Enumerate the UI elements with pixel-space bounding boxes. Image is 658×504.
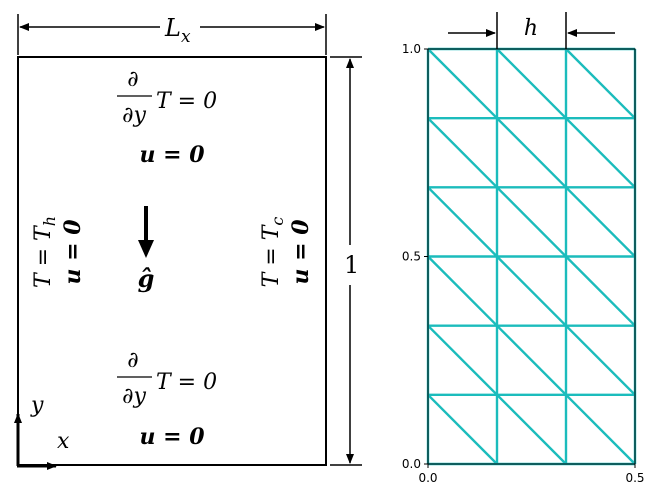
mesh-diagonal-line — [565, 255, 636, 327]
gravity-arrow-head — [138, 240, 154, 258]
mesh-diagonal-line — [427, 393, 498, 465]
top-bc-expression: T = 0 — [156, 89, 217, 114]
bottom-bc-denominator: ∂y — [122, 384, 146, 409]
mesh-ticks: 0.0 0.5 1.0 0.0 0.5 — [402, 42, 645, 485]
top-bc-denominator: ∂y — [122, 103, 146, 128]
mesh-diagonal-line — [427, 117, 498, 189]
mesh-diagonal-line — [565, 324, 636, 396]
mesh-diagonal-line — [565, 186, 636, 258]
left-bc-temperature: T = Th — [31, 216, 59, 288]
gravity-label: ĝ — [138, 264, 155, 293]
bottom-bc-velocity: u = 0 — [139, 424, 205, 450]
left-bc-velocity: u = 0 — [60, 219, 86, 285]
mesh-diagonal-line — [496, 48, 567, 120]
mesh-diagonal-line — [496, 117, 567, 189]
tick-label: 0.5 — [625, 471, 644, 485]
tick-label: 0.5 — [402, 250, 421, 264]
x-axis-label: x — [57, 429, 70, 454]
bottom-bc-expression: T = 0 — [156, 370, 217, 395]
domain-boundary — [17, 56, 327, 466]
tick-label: 1.0 — [402, 42, 421, 56]
width-label: Lx — [164, 14, 191, 47]
mesh-diagonal-line — [427, 48, 498, 120]
tick-label: 0.0 — [418, 471, 437, 485]
mesh-diagonal-line — [496, 255, 567, 327]
tick-label: 0.0 — [402, 457, 421, 471]
top-bc-numerator: ∂ — [127, 67, 138, 92]
bottom-bc-numerator: ∂ — [127, 348, 138, 373]
domain-diagram: Lx 1 ∂ ∂y T = 0 u = 0 ∂ ∂y T = 0 u = 0 T… — [14, 14, 362, 470]
mesh-diagonal-line — [427, 324, 498, 396]
y-axis-label: y — [30, 393, 44, 418]
mesh-diagonal-line — [565, 117, 636, 189]
mesh-plot: 0.0 0.5 1.0 0.0 0.5 h — [402, 12, 645, 485]
spacing-label: h — [524, 16, 538, 41]
mesh-diagonal-line — [565, 393, 636, 465]
mesh-diagonal-line — [427, 255, 498, 327]
mesh-diagonal-line — [565, 48, 636, 120]
right-bc-temperature: T = Tc — [259, 217, 287, 288]
height-label: 1 — [344, 251, 359, 279]
mesh-diagonal-line — [427, 186, 498, 258]
mesh-lines — [426, 47, 637, 466]
mesh-diagonal-line — [496, 393, 567, 465]
right-bc-velocity: u = 0 — [288, 219, 314, 285]
mesh-diagonal-line — [496, 324, 567, 396]
mesh-diagonal-line — [496, 186, 567, 258]
top-bc-velocity: u = 0 — [139, 142, 205, 168]
